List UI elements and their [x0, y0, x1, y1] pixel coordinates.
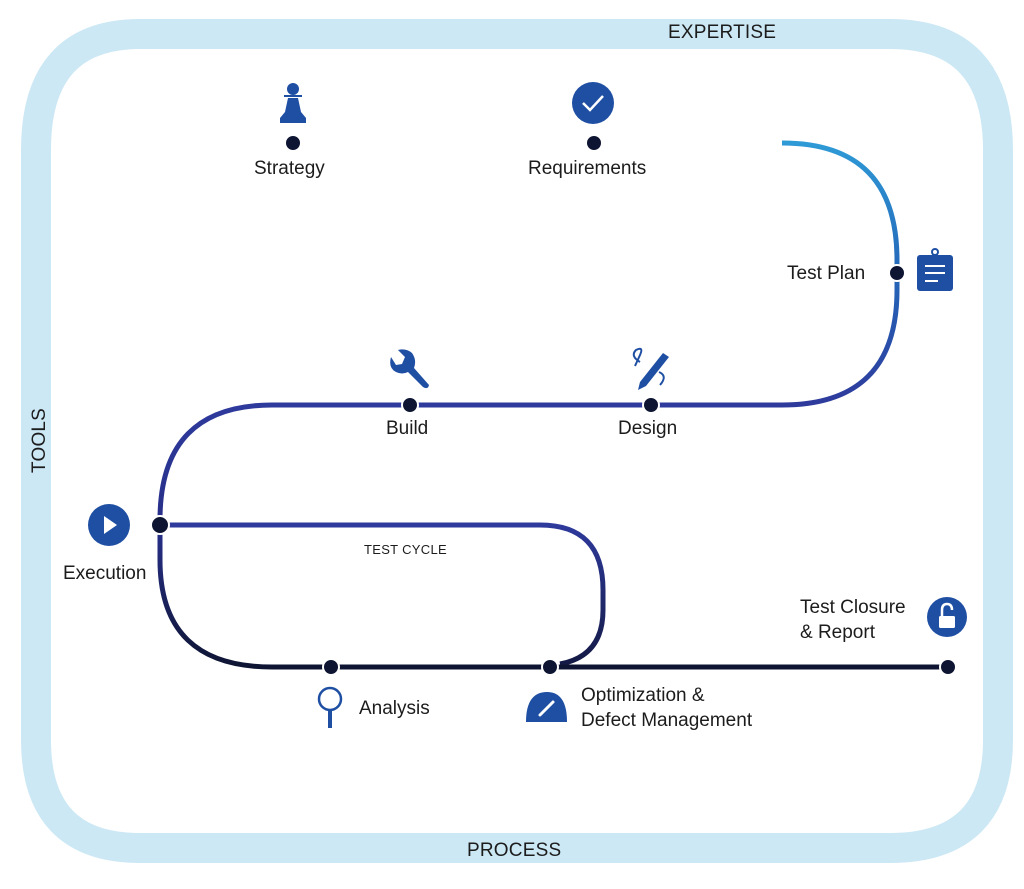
pencil-icon — [632, 347, 669, 390]
checkmark-circle-icon — [572, 82, 614, 124]
node-build[interactable] — [401, 396, 419, 414]
stage-label-closure-line1: Test Closure — [800, 597, 906, 618]
play-icon — [88, 504, 130, 546]
wrench-icon — [390, 349, 429, 389]
path-cycle-curve — [539, 522, 606, 667]
node-optimization[interactable] — [541, 658, 559, 676]
stage-label-analysis: Analysis — [359, 698, 430, 719]
node-test-plan[interactable] — [888, 264, 906, 282]
stage-label-execution: Execution — [63, 563, 147, 584]
stage-label-strategy: Strategy — [254, 158, 325, 179]
pawn-icon — [280, 83, 306, 123]
node-analysis[interactable] — [322, 658, 340, 676]
node-requirements[interactable] — [585, 134, 603, 152]
node-execution[interactable] — [150, 515, 170, 535]
path-left-curve — [157, 402, 273, 670]
node-design[interactable] — [642, 396, 660, 414]
magnifier-icon — [317, 686, 343, 728]
clipboard-icon — [917, 248, 953, 291]
loop-label-test-cycle: TEST CYCLE — [364, 542, 447, 557]
stage-label-requirements: Requirements — [528, 158, 647, 179]
node-strategy[interactable] — [284, 134, 302, 152]
stage-label-build: Build — [386, 418, 429, 439]
frame-label-tools: TOOLS — [29, 407, 50, 473]
frame-border — [21, 19, 1013, 863]
stage-label-optimization-line1: Optimization & — [581, 685, 705, 706]
lock-icon — [927, 597, 967, 637]
stage-label-test-plan: Test Plan — [787, 263, 866, 284]
stage-label-design: Design — [618, 418, 678, 439]
stage-label-closure-line2: & Report — [800, 622, 875, 643]
stage-label-optimization-line2: Defect Management — [581, 710, 753, 731]
frame-label-process: PROCESS — [467, 840, 562, 861]
node-test-closure[interactable] — [939, 658, 957, 676]
gauge-icon — [526, 692, 567, 722]
frame-label-expertise: EXPERTISE — [668, 22, 777, 43]
